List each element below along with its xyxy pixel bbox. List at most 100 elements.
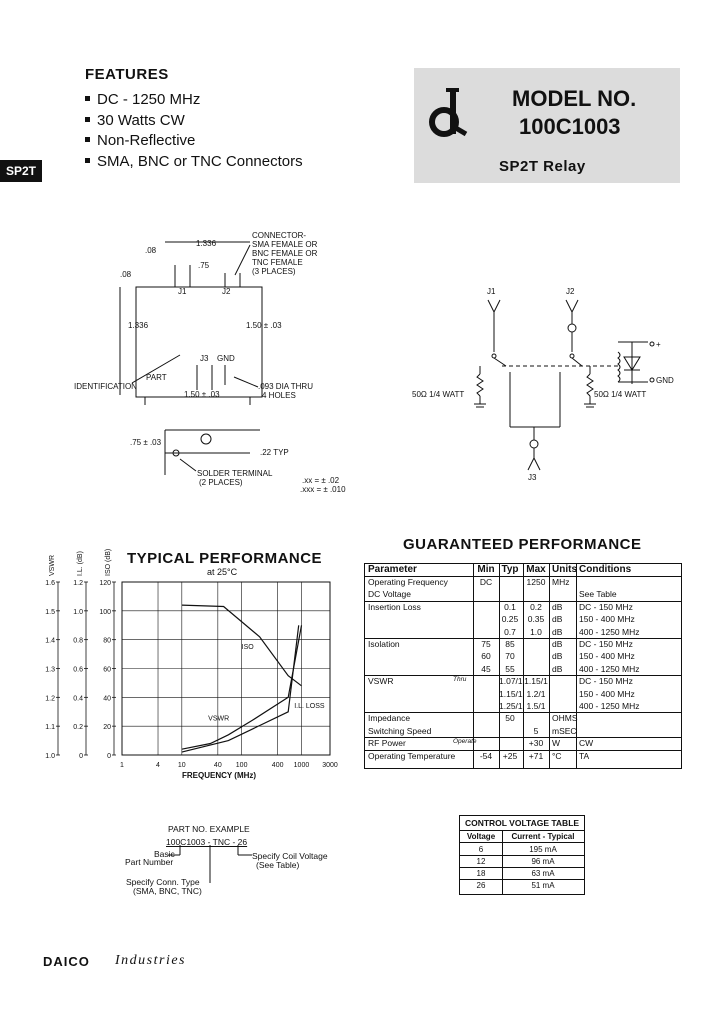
cell-units: dB: [552, 626, 563, 637]
cell-typ: 1.07/1: [499, 676, 523, 687]
table-row-divider: [460, 855, 584, 856]
y-tick-label: 20: [103, 724, 111, 731]
cell-max: 0.35: [527, 614, 545, 625]
cell-max: Max: [526, 564, 546, 575]
cell-param: VSWR: [368, 676, 394, 687]
dim-08-top: .08: [145, 246, 157, 255]
label-j1: J1: [178, 287, 187, 296]
cell-units: dB: [552, 614, 563, 625]
solder-label-2: (2 PLACES): [199, 478, 243, 487]
cell-param: Isolation: [368, 639, 400, 649]
bullet-icon: [85, 137, 90, 143]
features-list: DC - 1250 MHz 30 Watts CW Non-Reflective…: [85, 90, 303, 172]
cell-cond: 400 - 1250 MHz: [579, 701, 640, 711]
cell-typ: 0.7: [504, 626, 516, 637]
coil-plus-label: +: [656, 340, 661, 349]
cell-typ: 1.15/1: [499, 688, 523, 699]
y-tick-label: 1.2: [45, 695, 55, 702]
cell-units: dB: [552, 601, 563, 612]
svg-text:BNC FEMALE OR: BNC FEMALE OR: [252, 249, 318, 258]
dim-08-left: .08: [120, 270, 132, 279]
schematic-j1: J1: [487, 287, 496, 296]
coil-voltage-label: Specify Coil Voltage: [252, 851, 328, 861]
x-tick-label: 1: [120, 762, 124, 769]
cell-typ: 0.1: [504, 601, 516, 612]
part-id-label: PART: [146, 373, 167, 382]
cell-max: 5: [533, 725, 539, 736]
table-row-divider: [460, 867, 584, 868]
cell-voltage: 26: [476, 881, 486, 890]
conn-type-label: Specify Conn. Type: [126, 877, 200, 887]
x-axis-label: FREQUENCY (MHz): [182, 771, 256, 780]
cell-units: Units: [552, 564, 577, 575]
cell-param: Impedance: [368, 713, 411, 724]
cell-typ: +25: [502, 750, 518, 761]
cell-param: Operating Frequency: [368, 577, 448, 587]
connector-note: CONNECTOR- SMA FEMALE OR BNC FEMALE OR T…: [252, 231, 318, 276]
x-tick-label: 400: [272, 762, 284, 769]
y-tick-label: 1.2: [73, 580, 83, 587]
chart-subtitle: at 25°C: [207, 567, 238, 577]
cell-param: Parameter: [368, 564, 417, 575]
cell-current: 195 mA: [529, 845, 557, 854]
conn-type-note: (SMA, BNC, TNC): [133, 886, 202, 896]
cell-min: 75: [481, 639, 491, 649]
cell-typ: 50: [505, 713, 515, 724]
cell-voltage: 6: [478, 845, 484, 854]
cell-note: Thru: [453, 676, 467, 684]
table-row-divider: [365, 675, 681, 677]
y-tick-label: 60: [103, 667, 111, 674]
cell-max: 1.2/1: [526, 688, 546, 699]
label-j3: J3: [200, 354, 209, 363]
table-row-divider: [365, 638, 681, 639]
tolerance-xxx: .xxx = ± .010: [300, 485, 346, 494]
cell-current: Current - Typical: [511, 832, 575, 841]
tolerance-xx: .xx = ± .02: [302, 476, 340, 485]
cell-cond: CW: [579, 738, 594, 749]
y-tick-label: 1.0: [45, 753, 55, 760]
table-column-divider: [523, 564, 524, 768]
x-tick-label: 40: [214, 762, 222, 769]
y-tick-label: 120: [99, 580, 111, 587]
resistor-2-label: 50Ω 1/4 WATT: [594, 390, 646, 399]
series-label: VSWR: [208, 715, 229, 722]
y-tick-label: 0: [79, 753, 83, 760]
x-tick-label: 1000: [294, 762, 310, 769]
outline-drawing: CONNECTOR- SMA FEMALE OR BNC FEMALE OR T…: [74, 231, 346, 494]
table-row-divider: [365, 576, 681, 577]
svg-text:(3 PLACES): (3 PLACES): [252, 267, 296, 276]
cell-units: dB: [552, 651, 563, 662]
cell-units: W: [552, 738, 561, 749]
label-gnd: GND: [217, 354, 235, 363]
cell-cond: See Table: [579, 589, 617, 600]
y-tick-label: 0.4: [73, 695, 83, 702]
series-label: ISO: [242, 644, 255, 651]
cell-cond: 400 - 1250 MHz: [579, 626, 640, 637]
part-example-leaders: [168, 845, 252, 883]
schematic-j3: J3: [528, 473, 537, 482]
cell-max: 1250: [526, 577, 546, 587]
part-id-label-2: IDENTIFICATION: [74, 382, 137, 391]
cell-cond: 400 - 1250 MHz: [579, 663, 640, 674]
model-number: 100C1003: [519, 114, 621, 139]
cell-typ: 70: [505, 651, 515, 662]
y-tick-label: 1.0: [73, 609, 83, 616]
svg-text:SMA FEMALE OR: SMA FEMALE OR: [252, 240, 318, 249]
cell-cond: DC - 150 MHz: [579, 639, 633, 649]
y-axis-label: ISO (dB): [105, 549, 112, 576]
dim-75-top: .75: [198, 261, 210, 270]
feature-item: DC - 1250 MHz: [85, 90, 303, 111]
table-column-divider: [499, 564, 500, 768]
holes-label-2: 4 HOLES: [262, 391, 296, 400]
table-row-divider: [365, 749, 681, 751]
cell-cond: DC - 150 MHz: [579, 601, 633, 612]
series-label: I.L. LOSS: [294, 703, 325, 710]
cell-max: 1.15/1: [524, 676, 548, 687]
table-column-divider: [549, 564, 550, 768]
chart-title: TYPICAL PERFORMANCE: [127, 550, 322, 567]
cell-current: 51 mA: [531, 881, 555, 890]
cell-cond: 150 - 400 MHz: [579, 651, 635, 662]
table-row-divider: [365, 737, 681, 739]
feature-item: SMA, BNC or TNC Connectors: [85, 152, 303, 173]
y-tick-label: 1.4: [45, 638, 55, 645]
